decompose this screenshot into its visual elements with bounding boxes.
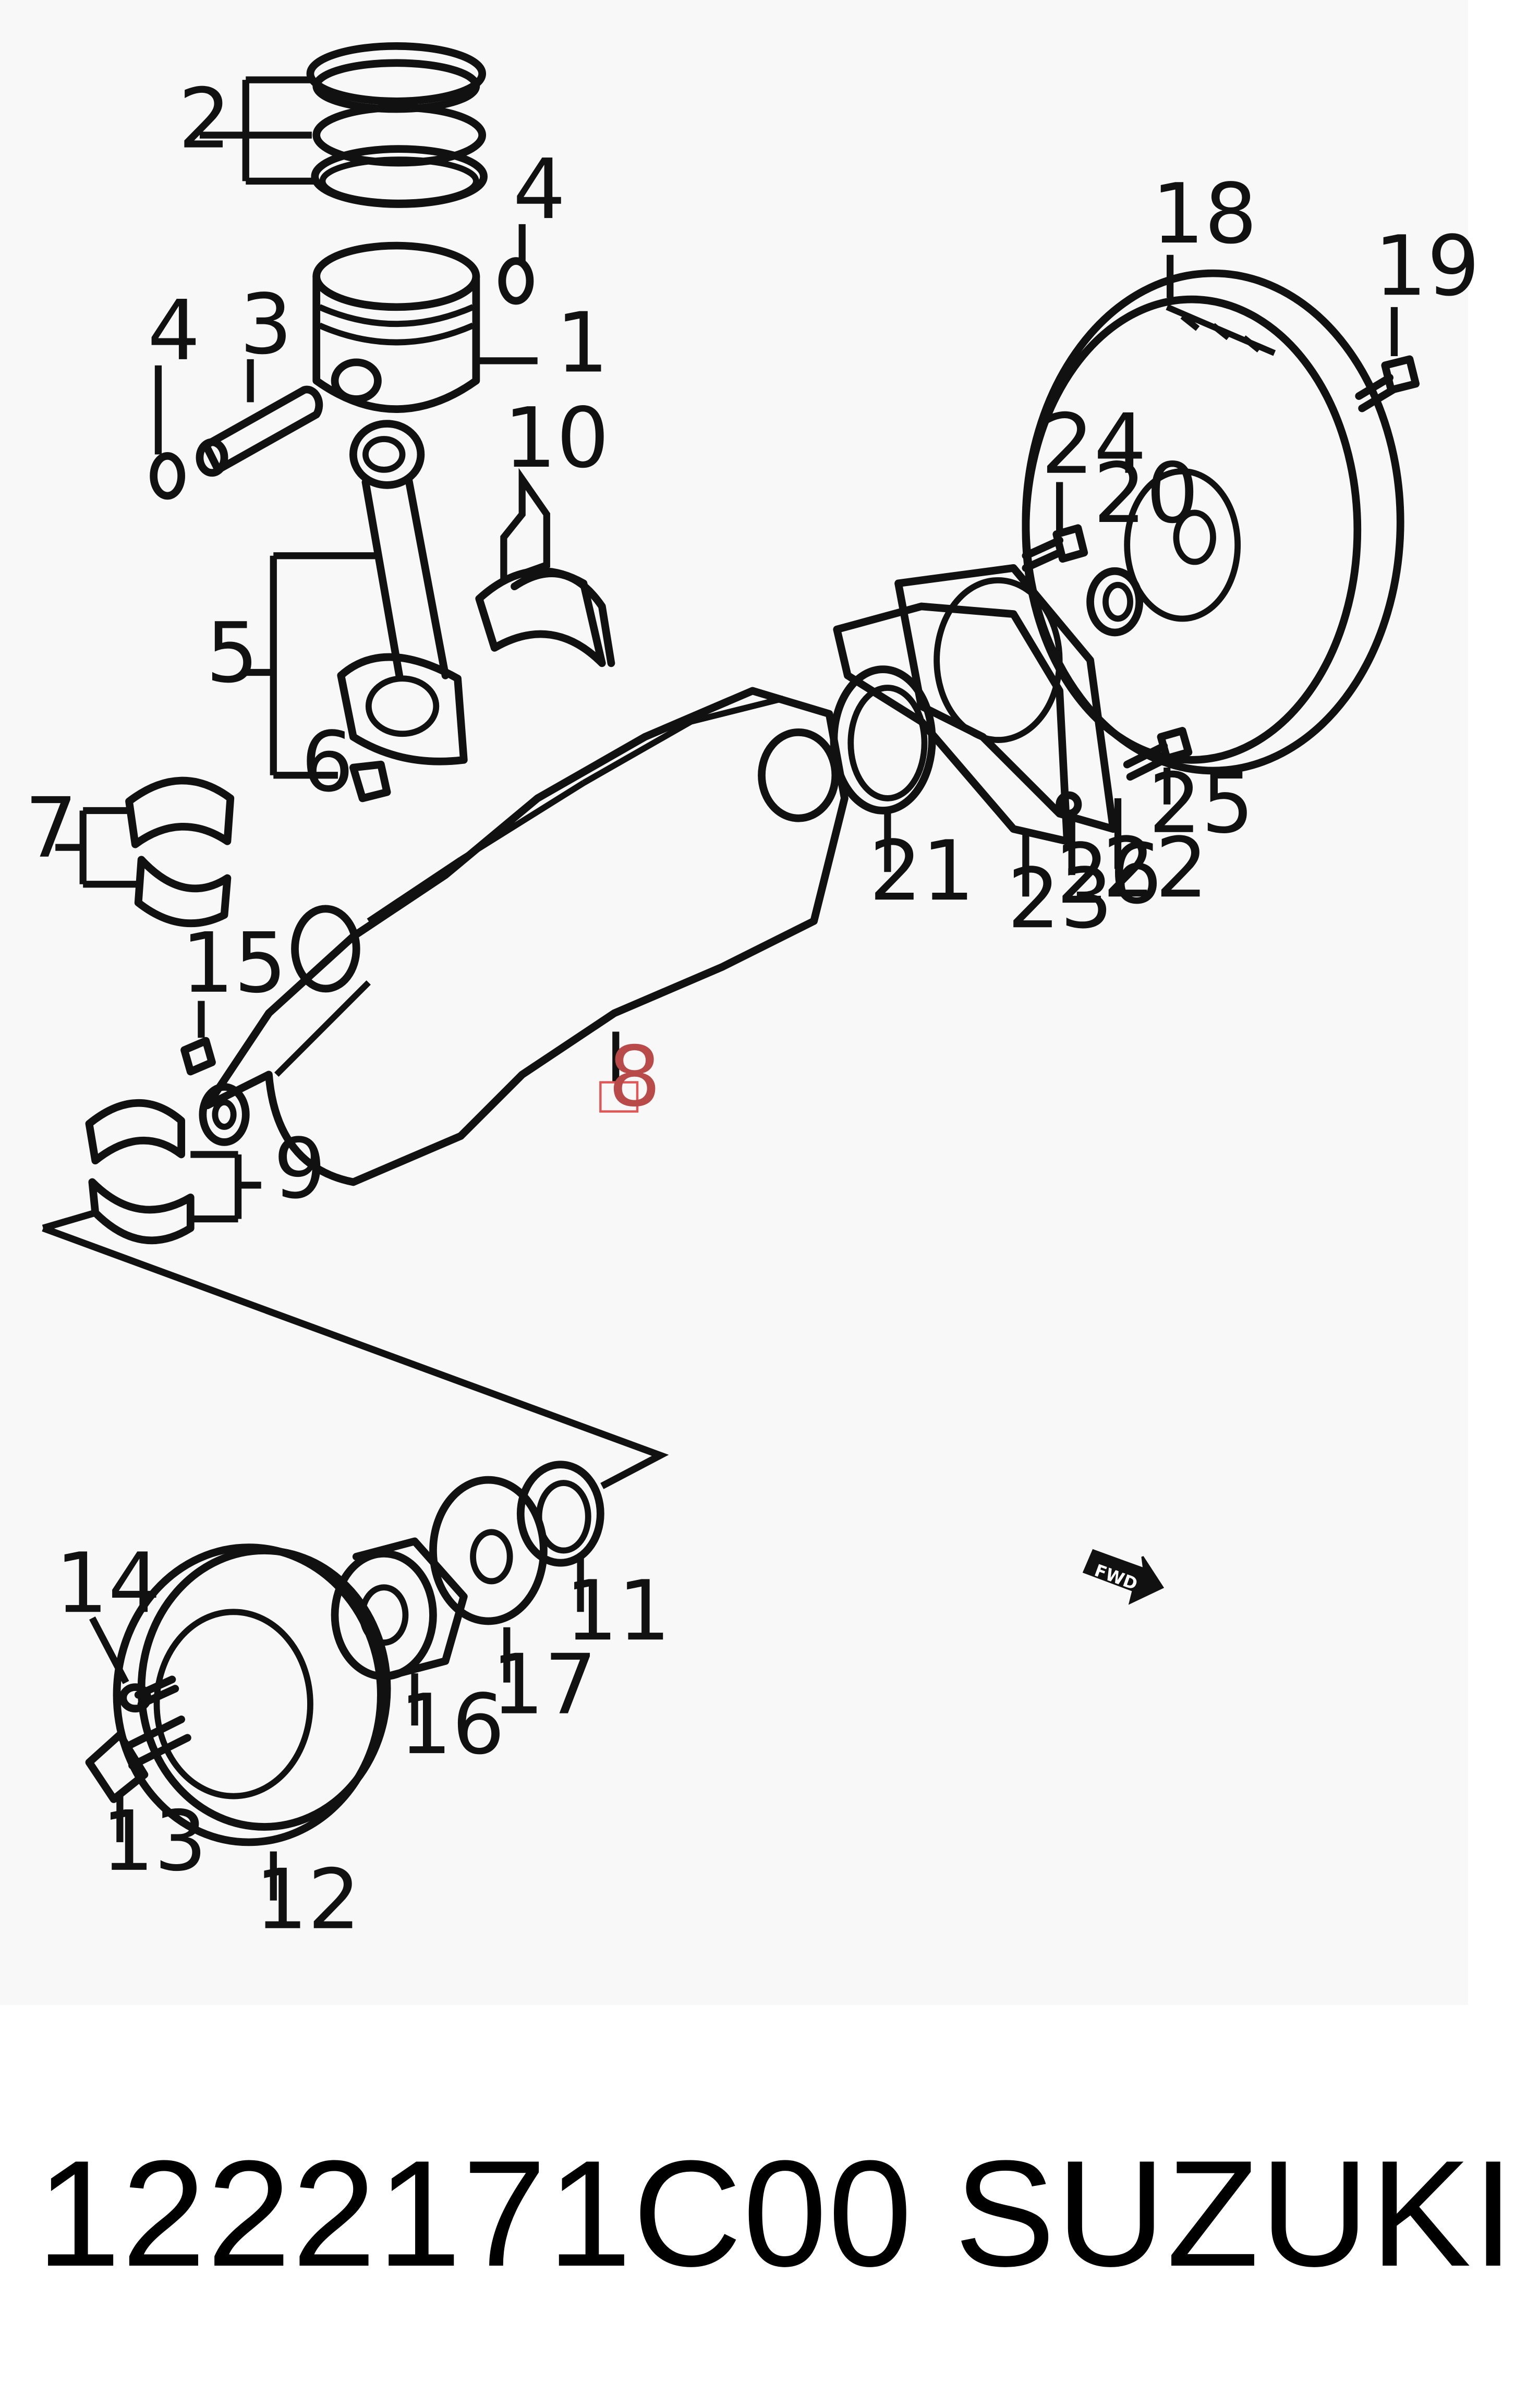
forward-direction-arrow bbox=[1082, 1549, 1165, 1605]
input-shaft-bearing bbox=[1086, 567, 1144, 637]
callout-8[interactable]: 8 bbox=[608, 1029, 661, 1125]
housing-bolt-small bbox=[1056, 791, 1082, 818]
callout-16[interactable]: 16 bbox=[399, 1676, 505, 1773]
callout-18[interactable]: 18 bbox=[1152, 166, 1257, 262]
callout-23[interactable]: 23 bbox=[1008, 850, 1113, 947]
callout-17[interactable]: 17 bbox=[491, 1637, 597, 1733]
parts-diagram: 1 2 3 4 4 5 6 7 8 9 10 11 12 13 14 15 16… bbox=[25, 42, 1480, 1948]
oil-seal-housing-gasket bbox=[833, 602, 1071, 845]
piston-pin-circlip-left bbox=[150, 452, 185, 500]
piston-pin bbox=[196, 385, 323, 477]
connecting-rod bbox=[337, 420, 468, 765]
callout-22[interactable]: 22 bbox=[1102, 820, 1208, 916]
crankshaft bbox=[199, 687, 849, 1186]
piston-pin-circlip-top bbox=[498, 257, 534, 305]
flywheel-housing-bolt bbox=[1123, 727, 1193, 781]
callout-6[interactable]: 6 bbox=[301, 714, 354, 810]
callout-9[interactable]: 9 bbox=[273, 1121, 326, 1217]
callout-15[interactable]: 15 bbox=[181, 915, 287, 1012]
callout-1[interactable]: 1 bbox=[556, 295, 609, 391]
piston bbox=[312, 241, 480, 413]
crankshaft-exploded-view: 1 2 3 4 4 5 6 7 8 9 10 11 12 13 14 15 16… bbox=[25, 42, 1480, 1948]
callout-26[interactable]: 26 bbox=[1057, 826, 1162, 922]
callout-7[interactable]: 7 bbox=[25, 780, 77, 877]
callout-25[interactable]: 25 bbox=[1148, 756, 1254, 852]
callout-4-left[interactable]: 4 bbox=[148, 283, 200, 379]
callout-12[interactable]: 12 bbox=[255, 1852, 360, 1948]
pulley-bolt-small bbox=[119, 1675, 179, 1713]
oil-seal-housing-bolt bbox=[1022, 524, 1088, 572]
brand-name: SUZUKI bbox=[954, 2129, 1515, 2298]
callout-21[interactable]: 21 bbox=[869, 823, 975, 919]
callout-19[interactable]: 19 bbox=[1374, 218, 1480, 314]
callout-10[interactable]: 10 bbox=[504, 390, 609, 487]
callout-20[interactable]: 20 bbox=[1093, 445, 1198, 542]
callout-11[interactable]: 11 bbox=[565, 1563, 671, 1659]
callout-13[interactable]: 13 bbox=[102, 1793, 207, 1890]
flywheel bbox=[1022, 269, 1404, 775]
callout-14[interactable]: 14 bbox=[55, 1535, 161, 1632]
crankshaft-thrust-bearing bbox=[85, 1099, 195, 1245]
callout-4-top[interactable]: 4 bbox=[513, 141, 566, 238]
callout-3[interactable]: 3 bbox=[239, 276, 292, 373]
flywheel-bolt bbox=[1355, 355, 1420, 412]
part-number: 1222171C00 bbox=[37, 2129, 913, 2298]
callout-2[interactable]: 2 bbox=[178, 71, 231, 167]
callout-24[interactable]: 24 bbox=[1041, 396, 1146, 493]
callout-5[interactable]: 5 bbox=[206, 605, 259, 701]
connecting-rod-bearing bbox=[475, 567, 615, 667]
connecting-rod-nut bbox=[349, 760, 391, 802]
crankshaft-pulley-bolt bbox=[85, 1716, 191, 1803]
crankshaft-key bbox=[180, 1037, 216, 1076]
timing-belt-guide bbox=[429, 1476, 548, 1625]
crankshaft-main-bearing-upper bbox=[125, 776, 235, 927]
footer bbox=[0, 2005, 1468, 2408]
piston-rings bbox=[306, 42, 488, 208]
highlight-box bbox=[599, 1081, 639, 1113]
